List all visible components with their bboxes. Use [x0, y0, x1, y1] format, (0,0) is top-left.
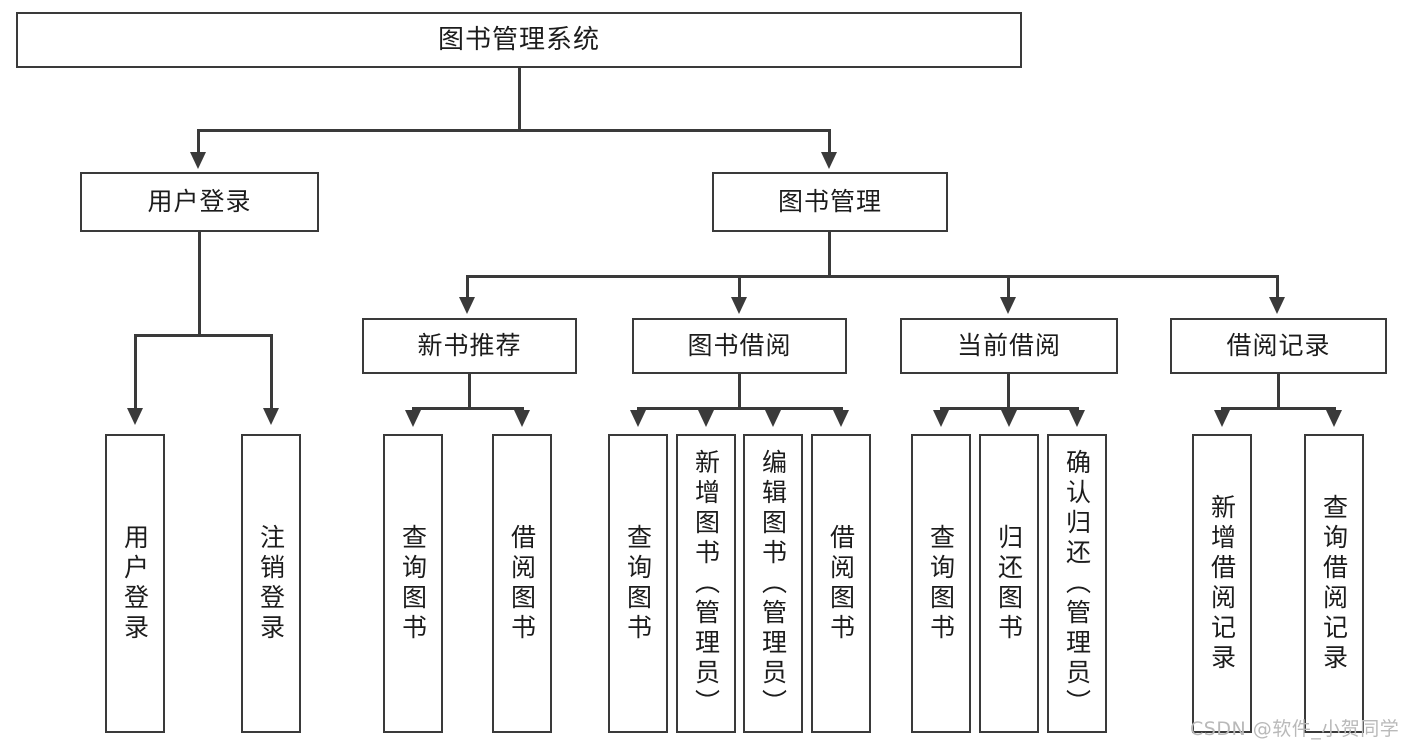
leaf-book-borrow-borrow[interactable]: 借阅图书 [811, 434, 871, 733]
edge-book-mgmt-to-l3-2 [1007, 275, 1010, 302]
arrow-book-mgmt-to-l3-2-icon [1000, 297, 1016, 314]
arrow-book-borrow-leaf-2-icon [765, 410, 781, 427]
arrow-new-book-leaf-1-icon [514, 410, 530, 427]
edge-root-to-user-login [197, 129, 200, 157]
node-new-book-recommend[interactable]: 新书推荐 [362, 318, 577, 374]
node-label: 借阅记录 [1226, 331, 1331, 361]
node-label: 注销登录 [256, 523, 286, 644]
node-user-login[interactable]: 用户登录 [80, 172, 319, 232]
node-label: 用户登录 [120, 523, 150, 644]
node-label: 编辑图书（管理员） [758, 448, 788, 719]
arrow-book-mgmt-to-l3-0-icon [459, 297, 475, 314]
leaf-current-borrow-confirm-return[interactable]: 确认归还（管理员） [1047, 434, 1107, 733]
leaf-book-borrow-add[interactable]: 新增图书（管理员） [676, 434, 736, 733]
edge-book-borrow-bus [637, 407, 841, 410]
leaf-user-login-login[interactable]: 用户登录 [105, 434, 165, 733]
leaf-book-borrow-query[interactable]: 查询图书 [608, 434, 668, 733]
node-label: 确认归还（管理员） [1062, 448, 1092, 719]
arrow-current-borrow-leaf-2-icon [1069, 410, 1085, 427]
edge-user-login-stem [198, 232, 201, 337]
node-book-management[interactable]: 图书管理 [712, 172, 948, 232]
edge-root-stem [518, 68, 521, 131]
edge-new-book-bus [412, 407, 524, 410]
node-label: 图书管理 [777, 187, 882, 217]
node-label: 查询图书 [623, 523, 653, 644]
node-label: 查询图书 [398, 523, 428, 644]
node-label: 用户登录 [147, 187, 252, 217]
edge-book-borrow-stem [738, 374, 741, 410]
leaf-new-book-borrow[interactable]: 借阅图书 [492, 434, 552, 733]
arrow-current-borrow-leaf-1-icon [1001, 410, 1017, 427]
node-label: 新书推荐 [417, 331, 522, 361]
arrow-book-borrow-leaf-0-icon [630, 410, 646, 427]
edge-root-bus [197, 129, 831, 132]
edge-book-mgmt-to-l3-0 [466, 275, 469, 302]
edge-book-mgmt-stem [828, 232, 831, 278]
leaf-book-borrow-edit[interactable]: 编辑图书（管理员） [743, 434, 803, 733]
edge-user-login-leaf-1 [270, 334, 273, 413]
arrow-root-to-user-login-icon [190, 152, 206, 169]
leaf-user-login-logout[interactable]: 注销登录 [241, 434, 301, 733]
node-label: 新增图书（管理员） [691, 448, 721, 719]
arrow-borrow-record-leaf-0-icon [1214, 410, 1230, 427]
edge-borrow-record-stem [1277, 374, 1280, 410]
arrow-new-book-leaf-0-icon [405, 410, 421, 427]
edge-book-mgmt-bus [466, 275, 1279, 278]
edge-user-login-leaf-0 [134, 334, 137, 413]
edge-borrow-record-bus [1221, 407, 1336, 410]
arrow-book-borrow-leaf-3-icon [833, 410, 849, 427]
leaf-current-borrow-query[interactable]: 查询图书 [911, 434, 971, 733]
node-label: 查询借阅记录 [1319, 493, 1349, 674]
leaf-current-borrow-return[interactable]: 归还图书 [979, 434, 1039, 733]
node-label: 新增借阅记录 [1207, 493, 1237, 674]
arrow-borrow-record-leaf-1-icon [1326, 410, 1342, 427]
node-label: 当前借阅 [956, 331, 1061, 361]
node-label: 查询图书 [926, 523, 956, 644]
edge-root-to-book-mgmt [828, 129, 831, 157]
node-label: 借阅图书 [826, 523, 856, 644]
edge-book-mgmt-to-l3-1 [738, 275, 741, 302]
edge-book-mgmt-to-l3-3 [1276, 275, 1279, 302]
node-book-borrow[interactable]: 图书借阅 [632, 318, 847, 374]
node-label: 图书借阅 [687, 331, 792, 361]
node-borrow-record[interactable]: 借阅记录 [1170, 318, 1387, 374]
edge-new-book-stem [468, 374, 471, 410]
edge-current-borrow-stem [1007, 374, 1010, 410]
arrow-user-login-leaf-1-icon [263, 408, 279, 425]
leaf-borrow-record-add[interactable]: 新增借阅记录 [1192, 434, 1252, 733]
leaf-new-book-query[interactable]: 查询图书 [383, 434, 443, 733]
watermark: CSDN @软件_小贺同学 [1190, 718, 1400, 740]
leaf-borrow-record-query[interactable]: 查询借阅记录 [1304, 434, 1364, 733]
arrow-book-borrow-leaf-1-icon [698, 410, 714, 427]
node-label: 图书管理系统 [437, 24, 600, 55]
node-label: 归还图书 [994, 523, 1024, 644]
arrow-book-mgmt-to-l3-1-icon [731, 297, 747, 314]
edge-user-login-bus [134, 334, 273, 337]
arrow-root-to-book-mgmt-icon [821, 152, 837, 169]
node-current-borrow[interactable]: 当前借阅 [900, 318, 1118, 374]
arrow-current-borrow-leaf-0-icon [933, 410, 949, 427]
node-label: 借阅图书 [507, 523, 537, 644]
arrow-book-mgmt-to-l3-3-icon [1269, 297, 1285, 314]
arrow-user-login-leaf-0-icon [127, 408, 143, 425]
node-root-system[interactable]: 图书管理系统 [16, 12, 1022, 68]
